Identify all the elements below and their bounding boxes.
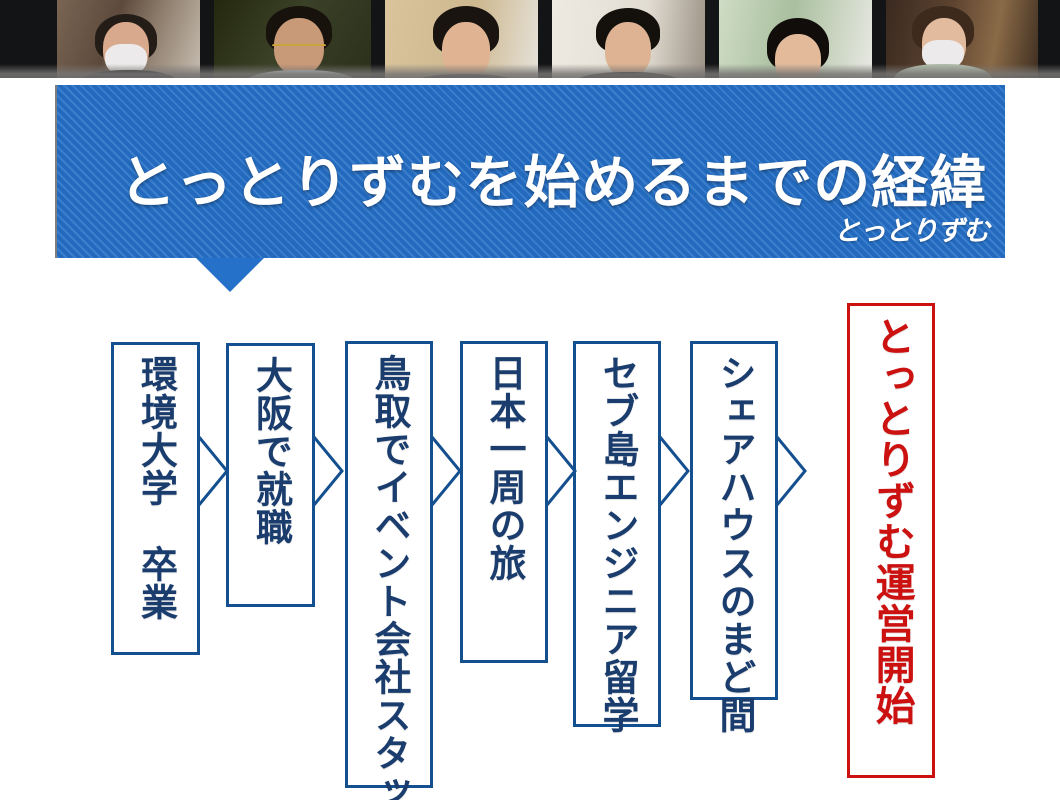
flow-connector-4 xyxy=(545,436,579,506)
banner-pointer-notch xyxy=(196,258,264,292)
flow-step-6-label: シェアハウスのまど間 xyxy=(713,354,757,734)
flow-connector-1 xyxy=(197,436,231,506)
flow-step-1-label: 環境大学 卒業 xyxy=(134,355,178,621)
flow-step-1: 環境大学 卒業 xyxy=(111,342,200,655)
flow-step-2-label: 大阪で就職 xyxy=(249,356,293,546)
flow-step-5-label: セブ島エンジニア留学 xyxy=(596,354,640,734)
flow-connector-2 xyxy=(312,436,346,506)
flow-connector-6 xyxy=(775,436,809,506)
flow-step-6: シェアハウスのまど間 xyxy=(690,341,778,734)
slide-title: とっとりずむを始めるまでの経緯 xyxy=(119,150,988,216)
slide-canvas: とっとりずむを始めるまでの経緯 とっとりずむ 環境大学 卒業 大阪で就職 鳥取で… xyxy=(0,78,1060,800)
flow-step-7: とっとりずむ運営開始 xyxy=(847,303,935,778)
flow-step-4: 日本一周の旅 xyxy=(460,341,548,663)
flow-step-3: 鳥取でイベント会社スタッフ xyxy=(345,341,433,800)
slide-title-banner: とっとりずむを始めるまでの経緯 とっとりずむ xyxy=(57,85,1005,258)
video-conference-strip xyxy=(0,0,1060,86)
tottorizumu-logo: とっとりずむ xyxy=(833,216,990,247)
flow-step-4-label: 日本一周の旅 xyxy=(483,354,527,582)
flow-connector-3 xyxy=(430,436,464,506)
eyeglasses-2 xyxy=(272,44,326,49)
flow-connector-5 xyxy=(658,436,692,506)
flow-step-3-label: 鳥取でイベント会社スタッフ xyxy=(368,354,412,800)
flow-step-2: 大阪で就職 xyxy=(226,343,315,607)
flow-step-7-label: とっとりずむ運営開始 xyxy=(868,316,915,726)
flow-step-5: セブ島エンジニア留学 xyxy=(573,341,661,734)
